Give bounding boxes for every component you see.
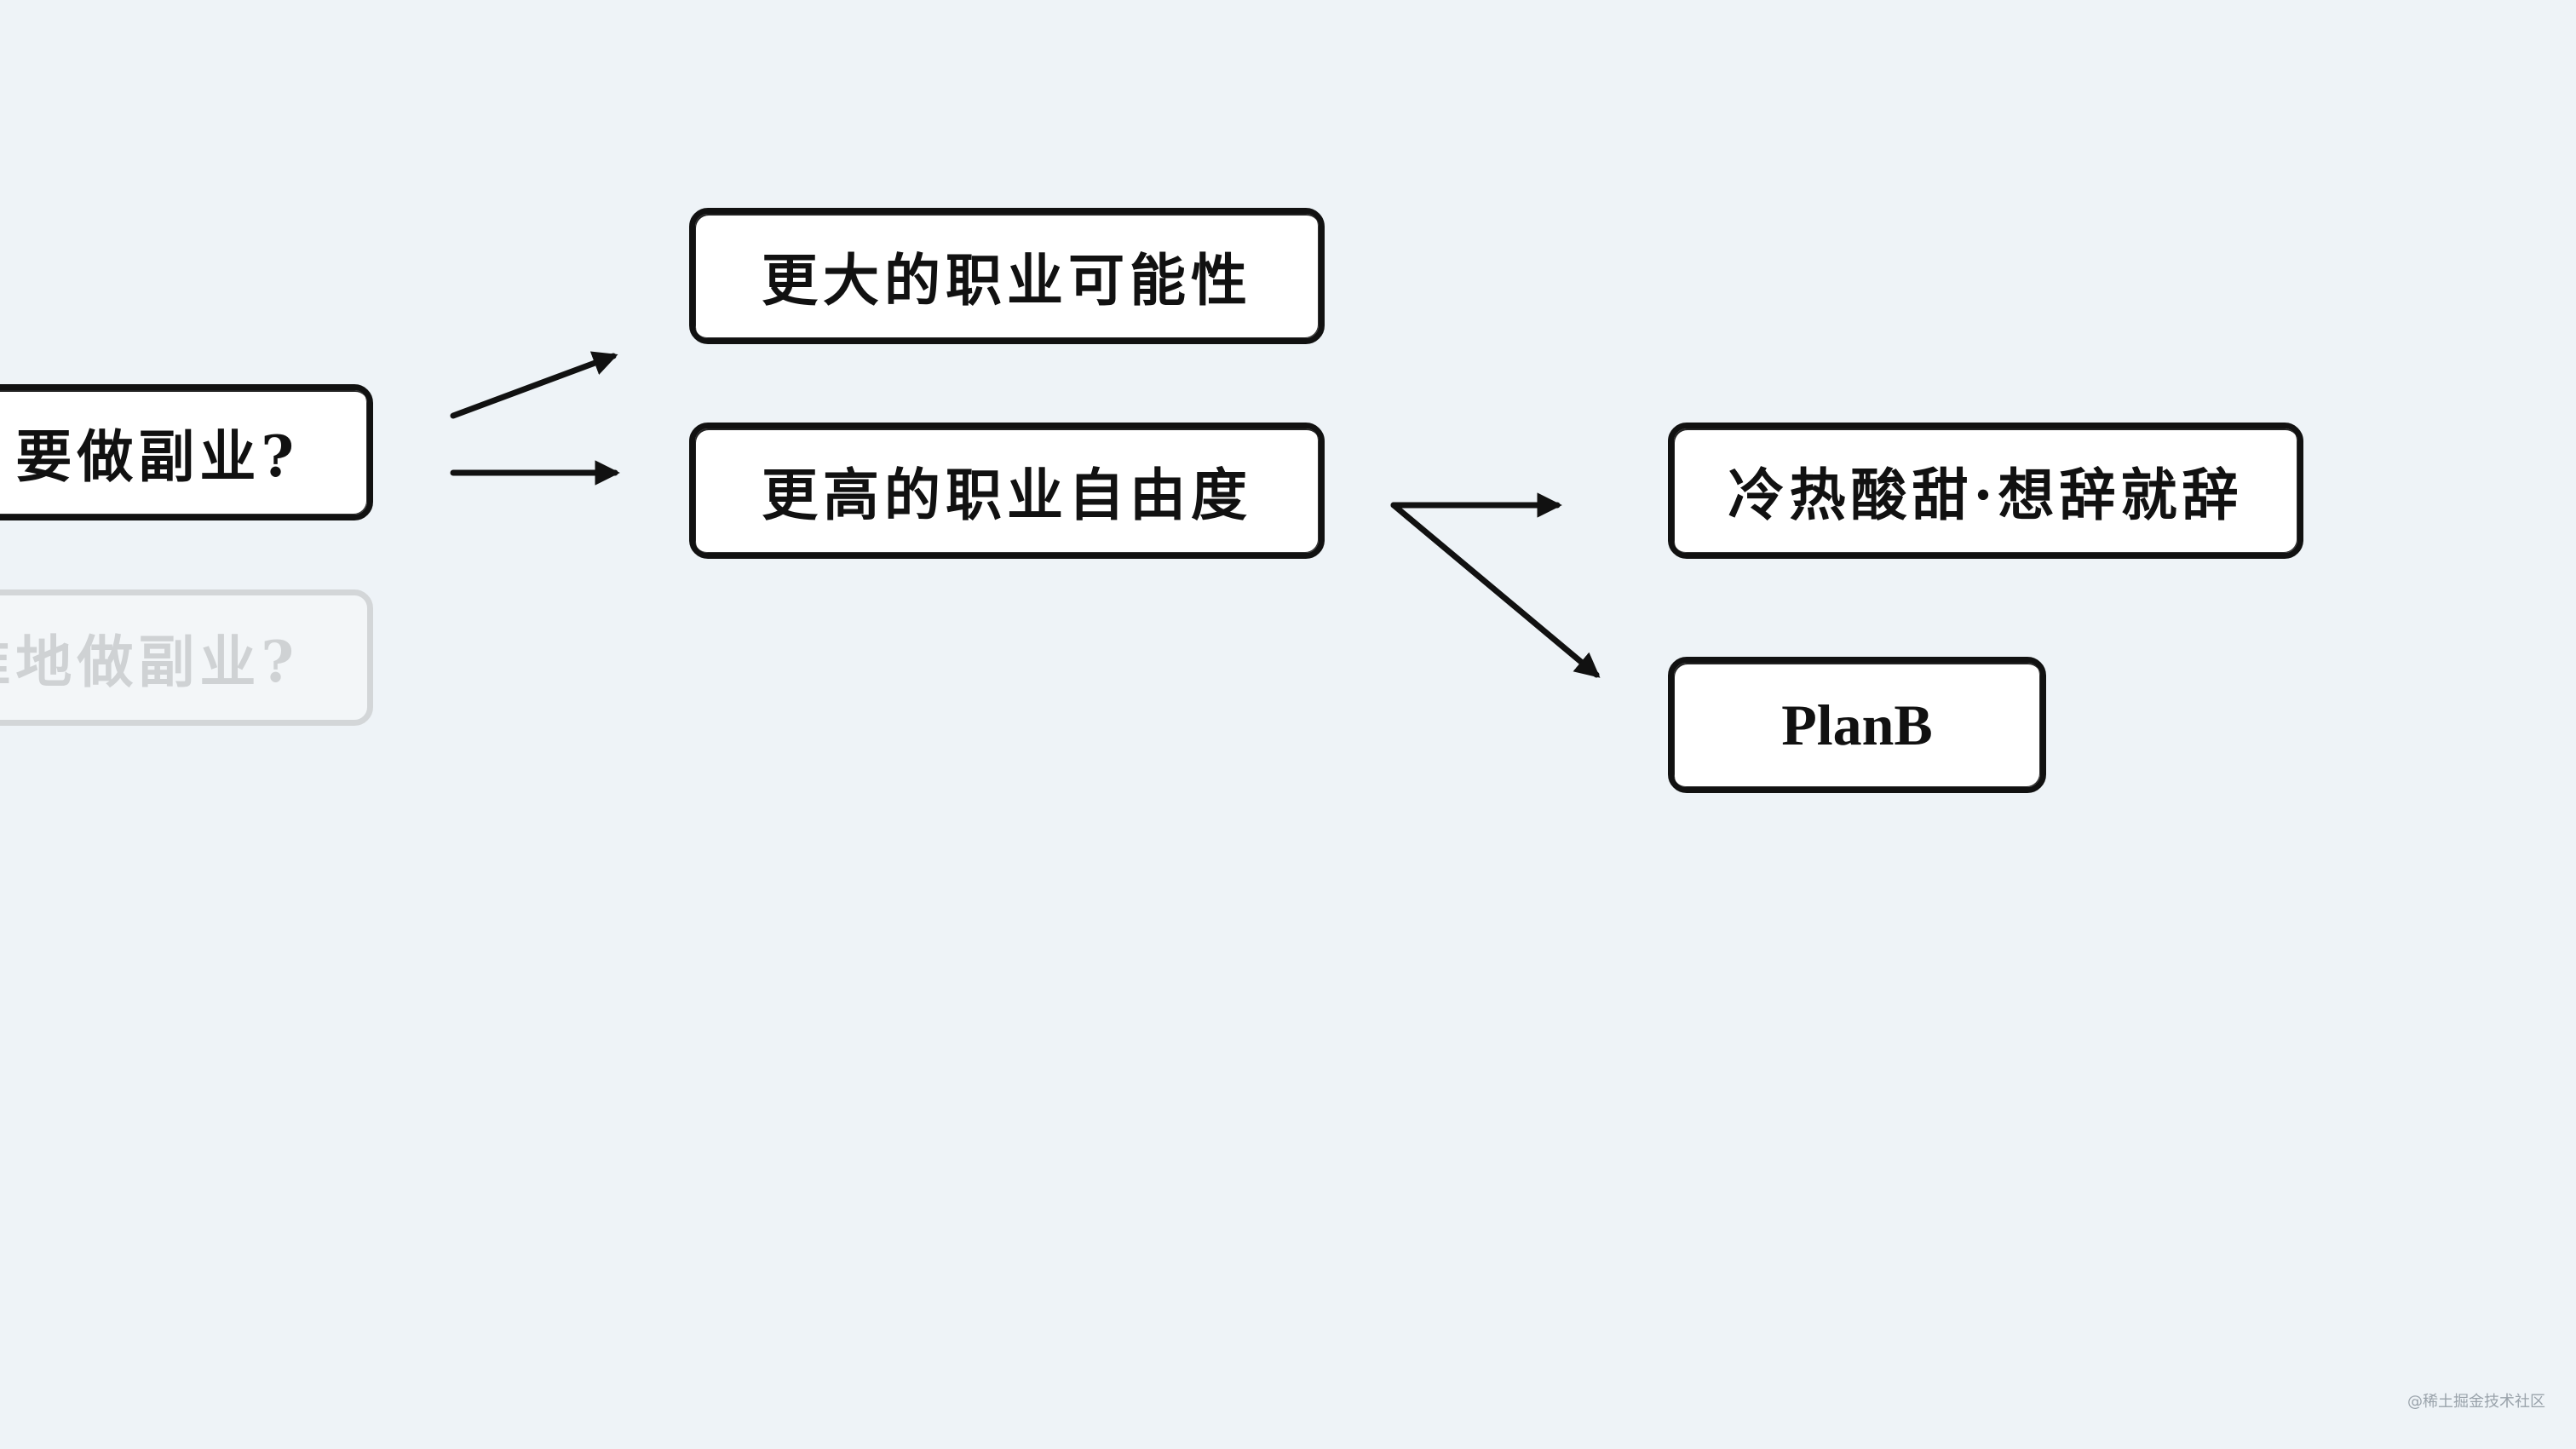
node-question-main-label: 要做副业?	[15, 423, 299, 490]
node-career-freedom: 更高的职业自由度	[689, 423, 1325, 559]
node-plan-b-label: PlanB	[1781, 692, 1933, 757]
node-question-main: 要做副业?	[0, 384, 373, 520]
node-question-faded: 准地做副业?	[0, 589, 373, 726]
node-quit-freely: 冷热酸甜·想辞就辞	[1668, 423, 2303, 559]
arrow-freedom-to-planb	[1390, 502, 1601, 678]
node-career-freedom-label: 更高的职业自由度	[762, 462, 1252, 528]
node-question-faded-label: 准地做副业?	[0, 629, 299, 695]
watermark: @稀土掘金技术社区	[2407, 1393, 2545, 1411]
node-quit-freely-label: 冷热酸甜·想辞就辞	[1728, 462, 2244, 528]
node-career-possibility-label: 更大的职业可能性	[762, 247, 1252, 313]
arrow-question-to-possibility	[450, 351, 618, 419]
node-career-possibility: 更大的职业可能性	[689, 208, 1325, 344]
node-plan-b: PlanB	[1668, 657, 2046, 793]
